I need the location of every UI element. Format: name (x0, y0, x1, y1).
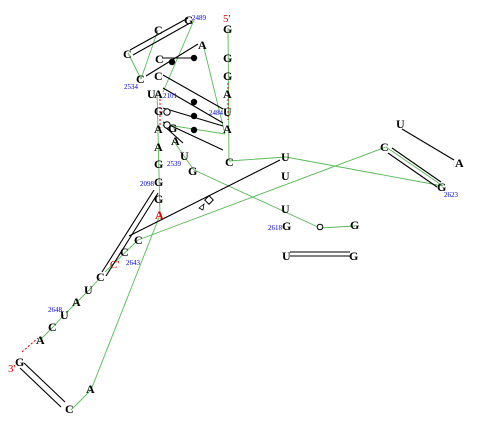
nt-13: U (223, 105, 232, 119)
nt-36: C (134, 233, 143, 247)
nt-2: G (223, 22, 232, 36)
nt-5: A (198, 38, 207, 52)
nt-40: C (96, 270, 105, 284)
nt-17: A (223, 122, 232, 136)
pos-2101: 2101 (163, 92, 178, 100)
nt-34: G (350, 218, 359, 232)
nt-20: A (154, 140, 163, 154)
nt-29: G (437, 180, 446, 194)
nt-35: G (282, 219, 291, 233)
nt-23: U (281, 150, 290, 164)
nt-1: G (184, 13, 193, 27)
nt-25: G (154, 157, 163, 171)
pos-2648: 2648 (48, 306, 63, 314)
nt-red-a: A (155, 208, 164, 222)
pos-2098: 2098 (140, 180, 155, 188)
green-lines (39, 19, 444, 411)
nt-39: G (349, 249, 358, 263)
nt-46: G (15, 355, 24, 369)
pos-2623: 2623 (444, 191, 459, 199)
three-prime-label: 3' (8, 363, 16, 375)
nt-10: U (147, 87, 156, 101)
black-lines (19, 17, 455, 408)
pair-symbols (163, 54, 324, 231)
nt-45: A (36, 333, 45, 347)
pos-2484: 2484 (209, 109, 224, 117)
nt-41: U (84, 283, 93, 297)
nt-28: G (188, 164, 197, 178)
position-numbers: 2489 2534 2101 2484 2539 2098 2623 2618 … (48, 14, 459, 314)
nt-9: G (223, 69, 232, 83)
nt-42: A (72, 295, 81, 309)
pos-2534: 2534 (124, 83, 139, 91)
nt-19: C (225, 155, 234, 169)
nt-22: U (396, 117, 405, 131)
nt-32: A (86, 382, 95, 396)
nt-3: C (123, 47, 132, 61)
nt-38: U (282, 249, 291, 263)
pos-2618: 2618 (268, 224, 283, 232)
nt-0: C (154, 23, 163, 37)
nt-4: C (155, 52, 164, 66)
nt-37: C (120, 245, 129, 259)
nt-18: A (171, 134, 180, 148)
nt-27: U (281, 169, 290, 183)
nt-12: A (223, 87, 232, 101)
pos-2539: 2539 (167, 160, 182, 168)
five-prime-label: 5' (223, 13, 231, 25)
nt-16: G (168, 121, 177, 135)
pos-2643: 2643 (126, 259, 141, 267)
pos-2489: 2489 (192, 14, 207, 22)
nt-7: C (136, 72, 145, 86)
nucleotides: C G G C C A G C C G U A A U G A G A A C … (15, 13, 464, 416)
c-prime-label: C' (110, 259, 119, 271)
nt-u-extra: U (281, 202, 290, 216)
nt-6: G (223, 51, 232, 65)
nt-11: A (154, 87, 163, 101)
nt-24: C (380, 140, 389, 154)
nt-21: U (180, 149, 189, 163)
nt-31: G (154, 192, 163, 206)
nt-33: C (65, 402, 74, 416)
nt-44: C (48, 320, 57, 334)
nt-15: A (154, 122, 163, 136)
nt-43: U (60, 308, 69, 322)
nt-14: G (154, 104, 163, 118)
nt-30: G (154, 175, 163, 189)
red-dashed-lines (21, 83, 229, 353)
nt-8: C (154, 69, 163, 83)
nt-26: A (455, 156, 464, 170)
